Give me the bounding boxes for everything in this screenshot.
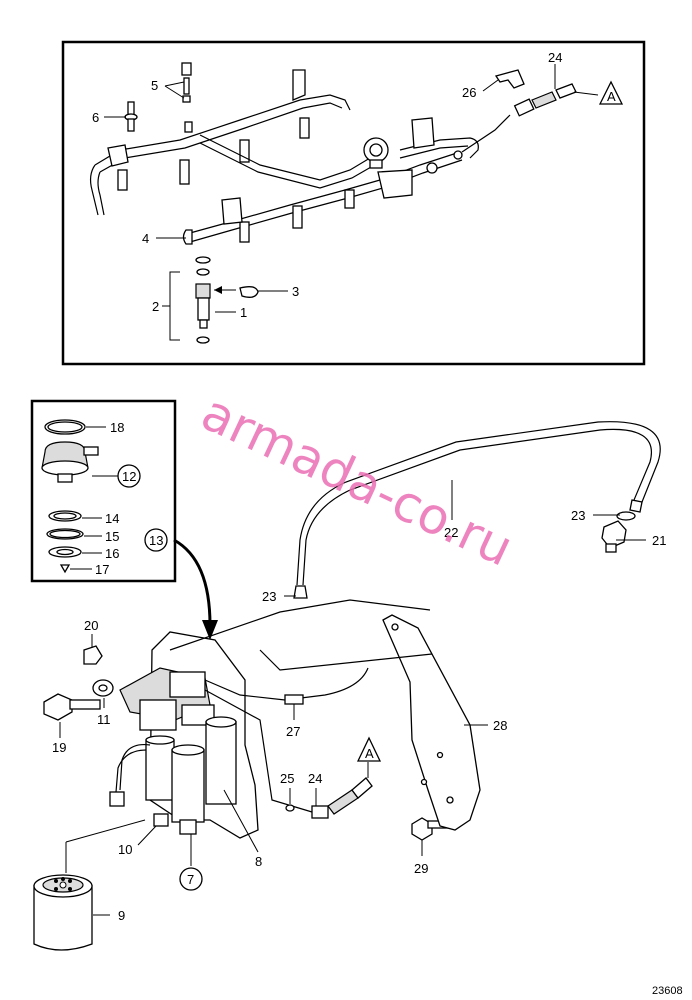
connector-mark-top — [598, 80, 624, 105]
label-23-left: 23 — [262, 589, 276, 604]
lower-lines — [169, 599, 433, 819]
callout-7-circle — [179, 867, 203, 891]
label-8: 8 — [255, 854, 262, 869]
label-27: 27 — [286, 724, 300, 739]
mounting-plate-28 — [382, 614, 481, 831]
label-20: 20 — [84, 618, 98, 633]
pump-detail-inset — [30, 399, 177, 583]
label-25: 25 — [280, 771, 294, 786]
callout-13-circle — [144, 528, 168, 552]
fuel-rail-assembly — [89, 69, 577, 245]
pump-detail-parts — [41, 419, 118, 574]
connector-mark-top-label: A — [607, 89, 616, 104]
label-16: 16 — [105, 546, 119, 561]
label-2: 2 — [152, 299, 159, 314]
label-24-top: 24 — [548, 50, 562, 65]
fuel-return-line — [293, 421, 661, 599]
callout-12-circle — [117, 464, 141, 488]
fitting-21 — [601, 511, 636, 553]
label-26: 26 — [462, 85, 476, 100]
label-24-bottom: 24 — [308, 771, 322, 786]
label-11: 11 — [97, 712, 111, 727]
label-17: 17 — [95, 562, 109, 577]
label-15: 15 — [105, 529, 119, 544]
part-labels: 1 2 3 4 5 6 26 24 18 12 14 15 16 17 13 2… — [52, 50, 666, 923]
label-21: 21 — [652, 533, 666, 548]
connector-mark-bottom-label: A — [365, 746, 374, 761]
fuel-rail-frame — [61, 40, 646, 366]
label-10: 10 — [118, 842, 132, 857]
label-6: 6 — [92, 110, 99, 125]
fuel-filter — [33, 819, 146, 951]
label-18: 18 — [110, 420, 124, 435]
injector-cap-parts — [124, 62, 193, 133]
connector-mark-bottom — [356, 736, 382, 762]
injector-assembly — [195, 256, 259, 344]
label-9: 9 — [118, 908, 125, 923]
label-14: 14 — [105, 511, 119, 526]
fuel-pump-assembly — [43, 631, 453, 841]
label-7: 7 — [187, 872, 194, 887]
label-12: 12 — [122, 469, 136, 484]
leaders-top — [104, 64, 599, 341]
leaders-bottom — [59, 480, 646, 916]
label-22: 22 — [444, 525, 458, 540]
label-13: 13 — [149, 533, 163, 548]
figure-reference: 23608 — [652, 985, 683, 997]
label-3: 3 — [292, 284, 299, 299]
label-4: 4 — [142, 231, 149, 246]
label-19: 19 — [52, 740, 66, 755]
label-28: 28 — [493, 718, 507, 733]
label-29: 29 — [414, 861, 428, 876]
label-23-right: 23 — [571, 508, 585, 523]
label-5: 5 — [151, 78, 158, 93]
label-1: 1 — [240, 305, 247, 320]
pointer-arrow — [173, 538, 212, 626]
watermark: armada-co.ru — [193, 383, 522, 577]
